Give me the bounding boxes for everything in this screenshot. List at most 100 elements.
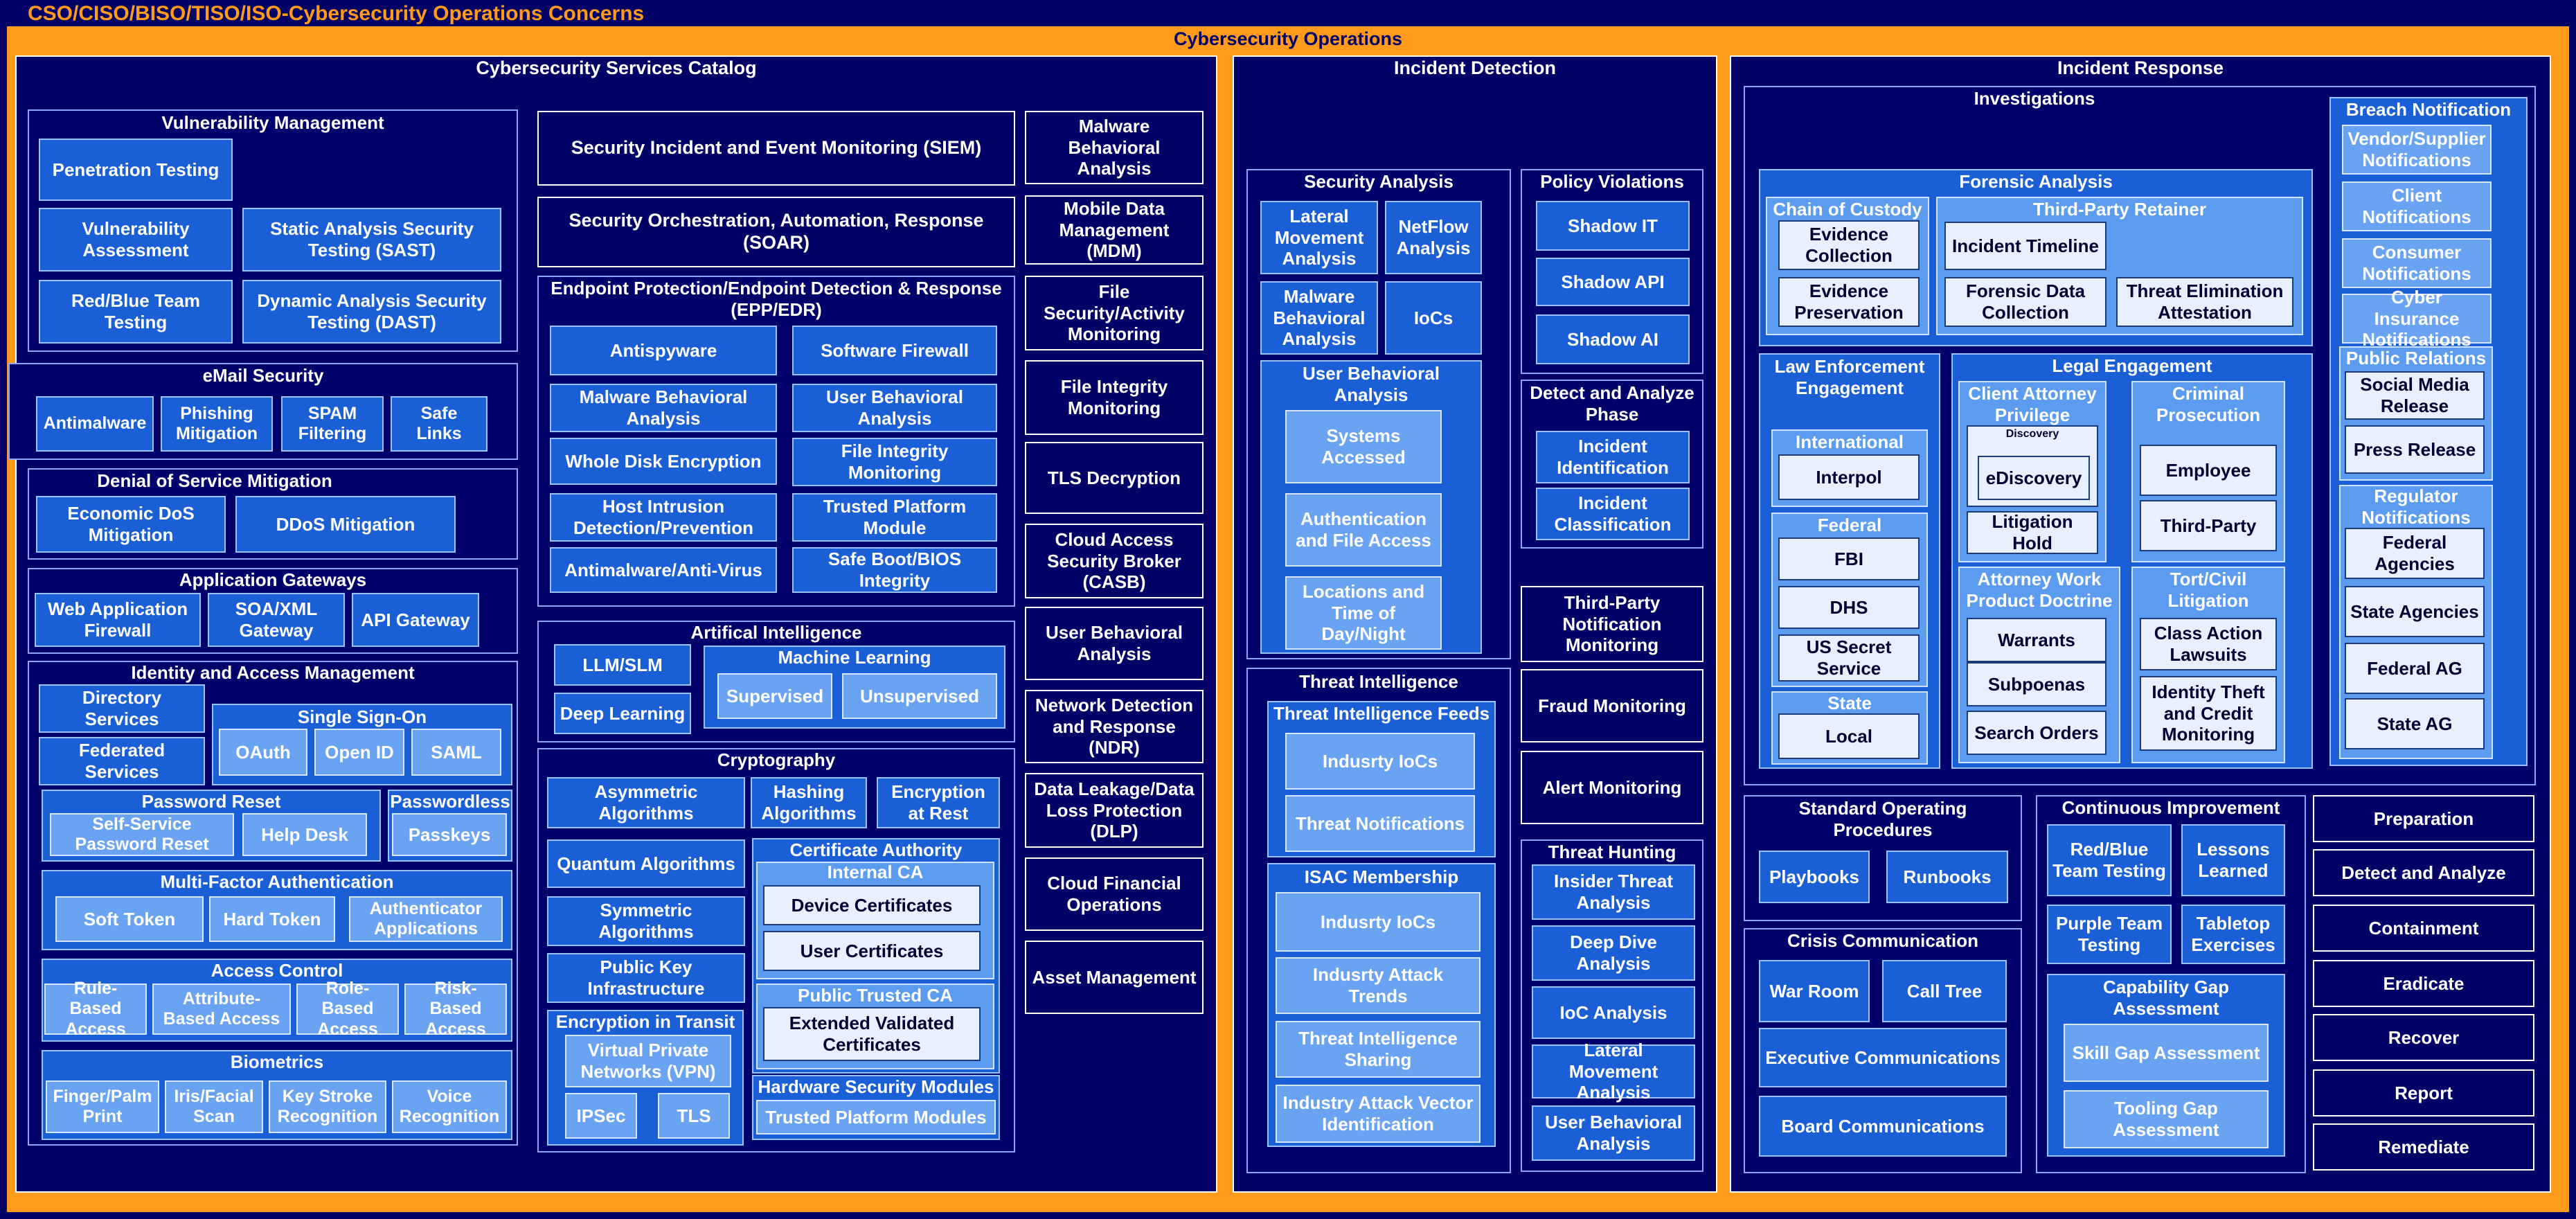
- tooling-gap-assessment[interactable]: Tooling Gap Assessment: [2064, 1090, 2269, 1148]
- ipsec[interactable]: IPSec: [565, 1093, 637, 1139]
- evidence-collection[interactable]: Evidence Collection: [1778, 220, 1920, 270]
- ndr[interactable]: Network Detection and Response (NDR): [1025, 690, 1204, 763]
- siem[interactable]: Security Incident and Event Monitoring (…: [537, 111, 1015, 186]
- threat-notifications[interactable]: Threat Notifications: [1285, 795, 1475, 852]
- dlp[interactable]: Data Leakage/Data Loss Protection (DLP): [1025, 773, 1204, 848]
- vulnerability-assessment[interactable]: Vulnerability Assessment: [39, 208, 233, 272]
- software-firewall[interactable]: Software Firewall: [792, 326, 997, 375]
- catalog-user-behavioral-analysis[interactable]: User Behavioral Analysis: [1025, 607, 1204, 680]
- epp-file-integrity-monitoring[interactable]: File Integrity Monitoring: [792, 438, 997, 486]
- shadow-ai[interactable]: Shadow AI: [1536, 314, 1690, 364]
- playbooks[interactable]: Playbooks: [1759, 851, 1870, 903]
- social-media-release[interactable]: Social Media Release: [2345, 371, 2485, 420]
- safe-links[interactable]: Safe Links: [391, 396, 488, 452]
- detection-lateral-movement-analysis[interactable]: Lateral Movement Analysis: [1260, 201, 1378, 274]
- mdm[interactable]: Mobile Data Management (MDM): [1025, 195, 1204, 265]
- antispyware[interactable]: Antispyware: [550, 326, 777, 375]
- user-certificates[interactable]: User Certificates: [763, 931, 981, 971]
- self-service-password-reset[interactable]: Self-Service Password Reset: [50, 813, 234, 856]
- isac-indusrty-iocs[interactable]: Indusrty IoCs: [1276, 892, 1481, 952]
- phase-eradicate[interactable]: Eradicate: [2313, 960, 2534, 1007]
- phase-containment[interactable]: Containment: [2313, 905, 2534, 952]
- key-stroke-recognition[interactable]: Key Stroke Recognition: [269, 1080, 386, 1133]
- identity-theft-credit-monitoring[interactable]: Identity Theft and Credit Monitoring: [2140, 676, 2277, 751]
- employee[interactable]: Employee: [2140, 445, 2277, 496]
- finger-palm-print[interactable]: Finger/Palm Print: [46, 1080, 159, 1133]
- file-security-activity-monitoring[interactable]: File Security/Activity Monitoring: [1025, 276, 1204, 350]
- epp-malware-behavioral-analysis[interactable]: Malware Behavioral Analysis: [550, 384, 777, 432]
- dast[interactable]: Dynamic Analysis Security Testing (DAST): [242, 280, 501, 344]
- detection-iocs[interactable]: IoCs: [1385, 281, 1482, 355]
- tabletop-exercises[interactable]: Tabletop Exercises: [2181, 905, 2285, 964]
- warrants[interactable]: Warrants: [1967, 618, 2107, 662]
- shadow-it[interactable]: Shadow IT: [1536, 201, 1690, 251]
- incident-timeline[interactable]: Incident Timeline: [1944, 222, 2107, 270]
- insider-threat-analysis[interactable]: Insider Threat Analysis: [1532, 864, 1695, 920]
- symmetric-algorithms[interactable]: Symmetric Algorithms: [547, 896, 745, 946]
- economic-dos-mitigation[interactable]: Economic DoS Mitigation: [36, 496, 226, 553]
- federal-agencies[interactable]: Federal Agencies: [2345, 528, 2485, 579]
- industry-attack-vector-identification[interactable]: Industry Attack Vector Identification: [1276, 1085, 1481, 1143]
- deep-dive-analysis[interactable]: Deep Dive Analysis: [1532, 925, 1695, 981]
- help-desk[interactable]: Help Desk: [242, 813, 367, 856]
- ioc-analysis[interactable]: IoC Analysis: [1532, 986, 1695, 1039]
- press-release[interactable]: Press Release: [2345, 425, 2485, 474]
- indusrty-attack-trends[interactable]: Indusrty Attack Trends: [1276, 957, 1481, 1014]
- epp-user-behavioral-analysis[interactable]: User Behavioral Analysis: [792, 384, 997, 432]
- class-action-lawsuits[interactable]: Class Action Lawsuits: [2140, 618, 2277, 670]
- call-tree[interactable]: Call Tree: [1882, 960, 2007, 1022]
- tls-decryption[interactable]: TLS Decryption: [1025, 442, 1204, 514]
- casb[interactable]: Cloud Access Security Broker (CASB): [1025, 524, 1204, 598]
- ci-red-blue-team-testing[interactable]: Red/Blue Team Testing: [2047, 824, 2172, 896]
- consumer-notifications[interactable]: Consumer Notifications: [2342, 238, 2492, 288]
- attribute-based-access[interactable]: Attribute-Based Access: [152, 984, 291, 1035]
- soa-xml-gateway[interactable]: SOA/XML Gateway: [208, 593, 345, 647]
- dhs[interactable]: DHS: [1778, 586, 1920, 629]
- authenticator-applications[interactable]: Authenticator Applications: [349, 896, 503, 942]
- open-id[interactable]: Open ID: [314, 729, 404, 776]
- email-antimalware[interactable]: Antimalware: [36, 396, 154, 452]
- safe-boot-bios-integrity[interactable]: Safe Boot/BIOS Integrity: [792, 547, 997, 593]
- catalog-file-integrity-monitoring[interactable]: File Integrity Monitoring: [1025, 360, 1204, 435]
- phase-report[interactable]: Report: [2313, 1069, 2534, 1116]
- authentication-and-file-access[interactable]: Authentication and File Access: [1285, 493, 1442, 567]
- third-party[interactable]: Third-Party: [2140, 500, 2277, 551]
- spam-filtering[interactable]: SPAM Filtering: [281, 396, 384, 452]
- netflow-analysis[interactable]: NetFlow Analysis: [1385, 201, 1482, 274]
- soar[interactable]: Security Orchestration, Automation, Resp…: [537, 197, 1015, 267]
- phase-remediate[interactable]: Remediate: [2313, 1123, 2534, 1171]
- passkeys[interactable]: Passkeys: [392, 813, 507, 856]
- purple-team-testing[interactable]: Purple Team Testing: [2047, 905, 2172, 964]
- iris-facial-scan[interactable]: Iris/Facial Scan: [165, 1080, 263, 1133]
- forensic-data-collection[interactable]: Forensic Data Collection: [1944, 277, 2107, 327]
- hunting-lateral-movement-analysis[interactable]: Lateral Movement Analysis: [1532, 1040, 1695, 1103]
- soft-token[interactable]: Soft Token: [55, 896, 204, 942]
- us-secret-service[interactable]: US Secret Service: [1778, 634, 1920, 682]
- runbooks[interactable]: Runbooks: [1886, 851, 2008, 903]
- phase-preparation[interactable]: Preparation: [2313, 795, 2534, 842]
- trusted-platform-module[interactable]: Trusted Platform Module: [792, 493, 997, 542]
- federal-ag[interactable]: Federal AG: [2345, 643, 2485, 694]
- asymmetric-algorithms[interactable]: Asymmetric Algorithms: [547, 777, 745, 828]
- role-based-access[interactable]: Role-Based Access: [296, 979, 399, 1039]
- web-application-firewall[interactable]: Web Application Firewall: [35, 593, 201, 647]
- phase-detect-and-analyze[interactable]: Detect and Analyze: [2313, 849, 2534, 896]
- war-room[interactable]: War Room: [1759, 960, 1870, 1022]
- extended-validated-certificates[interactable]: Extended Validated Certificates: [763, 1007, 981, 1061]
- vendor-supplier-notifications[interactable]: Vendor/Supplier Notifications: [2342, 125, 2492, 175]
- quantum-algorithms[interactable]: Quantum Algorithms: [547, 839, 745, 888]
- fraud-monitoring[interactable]: Fraud Monitoring: [1521, 669, 1703, 742]
- saml[interactable]: SAML: [411, 729, 501, 776]
- litigation-hold[interactable]: Litigation Hold: [1967, 511, 2098, 554]
- tls[interactable]: TLS: [658, 1093, 730, 1139]
- deep-learning[interactable]: Deep Learning: [554, 693, 691, 734]
- public-key-infrastructure[interactable]: Public Key Infrastructure: [547, 953, 745, 1003]
- feeds-indusrty-iocs[interactable]: Indusrty IoCs: [1285, 733, 1475, 790]
- interpol[interactable]: Interpol: [1778, 454, 1920, 500]
- encryption-at-rest[interactable]: Encryption at Rest: [877, 777, 1000, 828]
- threat-elimination-attestation[interactable]: Threat Elimination Attestation: [2116, 277, 2293, 327]
- api-gateway[interactable]: API Gateway: [352, 593, 479, 647]
- locations-and-time[interactable]: Locations and Time of Day/Night: [1285, 576, 1442, 650]
- unsupervised[interactable]: Unsupervised: [842, 673, 997, 719]
- cyber-insurance-notifications[interactable]: Cyber Insurance Notifications: [2342, 287, 2492, 350]
